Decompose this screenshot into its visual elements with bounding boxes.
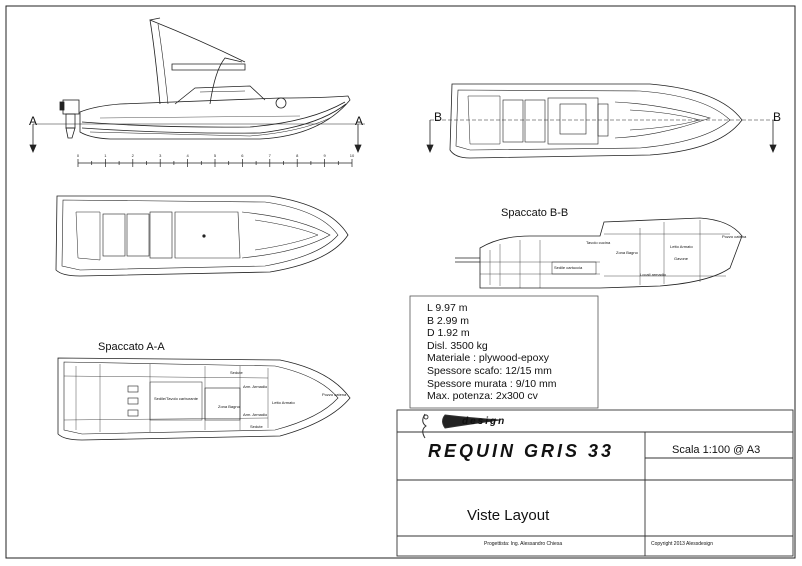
section-a-left-label: A [29,114,38,128]
spec-depth: D 1.92 m [427,327,470,340]
ruler-tick-label: 1 [104,153,107,158]
drawing-view-title: Viste Layout [467,507,550,524]
ruler-tick-label: 0 [77,153,80,158]
aa-label-pozzo: Pozzo catena [322,392,347,397]
spec-length: L 9.97 m [427,302,468,314]
deck-plan-view [55,195,349,277]
ruler-tick-label: 10 [350,153,355,158]
ruler-tick-label: 7 [269,153,272,158]
ruler-tick-label: 4 [186,153,189,158]
aa-label-sedute-top: Sedute [230,370,243,375]
section-b-left-label: B [434,110,443,124]
ruler-tick-label: 8 [296,153,299,158]
section-b-right-label: B [773,110,782,124]
spaccato-bb-title: Spaccato B-B [501,207,569,219]
aa-label-sedute-bot: Sedute [250,424,263,429]
spec-material: Materiale : plywood-epoxy [427,352,549,365]
ruler-tick-label: 9 [323,153,326,158]
bb-label-armadio: Locali armadio [640,272,667,277]
scale-ruler: 0 1 2 3 4 5 6 7 8 9 10 [77,153,355,167]
specs-list: L 9.97 m B 2.99 m D 1.92 m Disl. 3500 kg… [427,302,557,403]
copyright-note: Copyright 2013 Alessdesign [651,541,713,547]
bb-label-gavone: Gavone [674,256,689,261]
ruler-tick-label: 3 [159,153,162,158]
brand-logo-text: design [462,416,507,427]
section-view-aa [57,357,351,441]
sheet-border [5,5,796,559]
aa-label-letto: Letto Armato [272,400,295,405]
aa-label-armadio-bot: Arm. Armadio [243,412,268,417]
bb-label-sedute: Sedile cartuccia [554,265,583,270]
spec-max-power: Max. potenza: 2x300 cv [427,390,538,403]
spaccato-aa-title: Spaccato A-A [98,341,165,353]
bb-label-letto: Letto Armato [670,244,693,249]
boat-name: REQUIN GRIS 33 [428,441,615,461]
ruler-tick-label: 5 [214,153,217,158]
spec-side-thickness: Spessore murata : 9/10 mm [427,377,557,390]
section-a-right-label: A [355,114,364,128]
aa-label-bagno: Zona Bagno [218,404,240,409]
bb-label-cucina: Tavolo cucina [586,240,611,245]
aa-label-armadio-top: Arm. Armadio [243,384,268,389]
spec-hull-thickness: Spessore scafo: 12/15 mm [427,364,552,377]
spec-beam: B 2.99 m [427,314,470,327]
ruler-tick-label: 2 [132,153,135,158]
bb-label-pozzo: Pozzo catena [722,234,747,239]
ruler-tick-label: 6 [241,153,244,158]
drawing-scale: Scala 1:100 @ A3 [672,444,761,456]
spec-displacement: Disl. 3500 kg [427,339,488,352]
bb-label-bagno: Zona Bagno [616,250,638,255]
section-view-bb [455,217,743,289]
designer-credit: Progettista: Ing. Alessandro Chiesa [484,541,563,547]
title-block [396,409,794,557]
deck-plan-view-bb [426,83,780,159]
specs-box [409,295,599,409]
aa-label-tavolo: Sedile/Tavolo carburante [154,396,199,401]
side-profile-view [29,17,365,154]
